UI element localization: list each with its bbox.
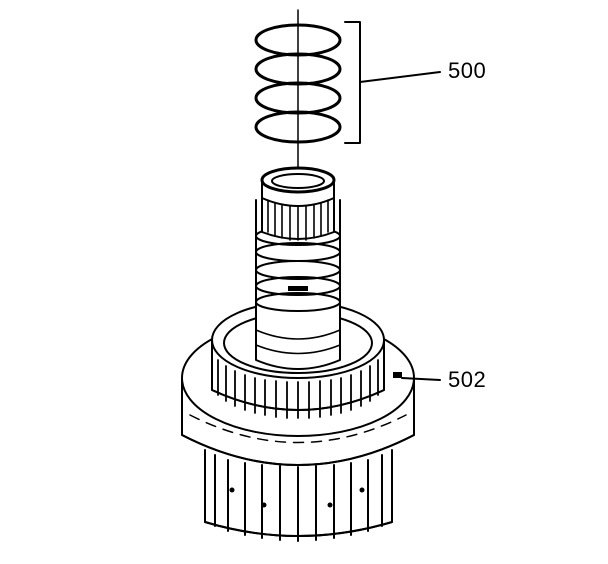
leader-line-500 bbox=[359, 71, 441, 83]
bracket-500 bbox=[344, 21, 441, 144]
central-shaft bbox=[255, 199, 341, 370]
leader-line-502 bbox=[401, 377, 441, 381]
coil-spring-part-500 bbox=[254, 23, 342, 144]
callout-label-502: 502 bbox=[448, 367, 487, 392]
shaft-spline-top bbox=[260, 166, 336, 241]
callout-label-500: 500 bbox=[448, 58, 487, 83]
splined-hub-body bbox=[204, 449, 393, 542]
